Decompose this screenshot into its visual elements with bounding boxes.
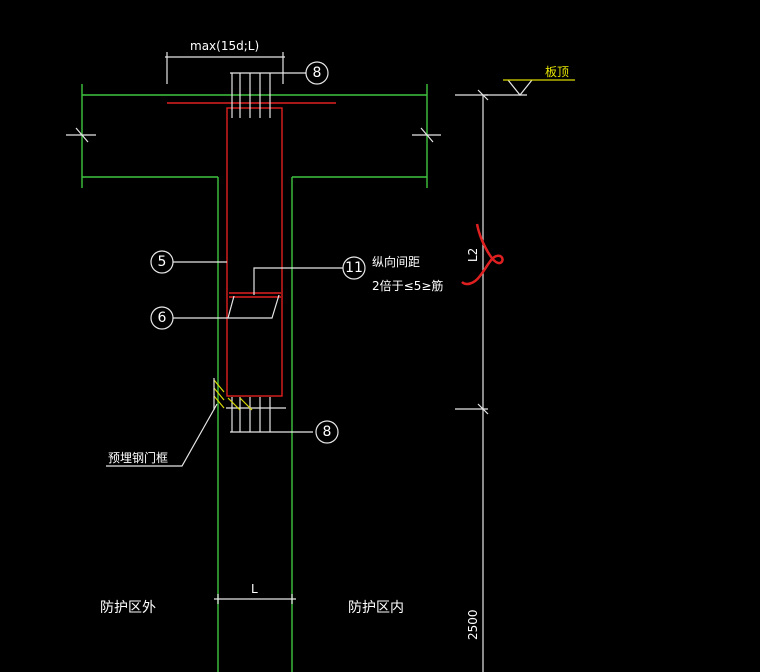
embedded-frame-label: 预埋钢门框 [108,450,168,465]
slab-outline [81,84,428,188]
outside-zone-label: 防护区外 [100,600,156,616]
dimension-L2-label: L2 [466,248,480,262]
top-bars [230,72,306,118]
top-dimension-label: max(15d;L) [190,39,259,53]
dimension-2500-label: 2500 [466,609,480,640]
note-line-2: 2倍于≤5≥筋 [372,278,443,293]
callout-5: 5 [158,254,167,270]
dimension-L-label: L [251,582,258,596]
callout-6: 6 [158,310,167,326]
callout-circle-11 [342,256,366,280]
callout-circle-8-bottom [315,420,339,444]
break-line-right [412,127,441,143]
slab-top-marker [485,79,575,96]
rebar [167,102,336,397]
inside-zone-label: 防护区内 [348,600,404,616]
bottom-dimension [214,594,296,604]
callout-circle-6 [150,306,174,330]
callout-11: 11 [345,260,363,276]
wall-outline [217,177,293,672]
callout-circle-8-top [305,61,329,85]
callout-circle-5 [150,250,174,274]
handwritten-mark [461,223,504,286]
vertical-dimension [455,89,489,672]
break-line-left [66,127,96,143]
door-frame-hatch [213,378,253,411]
callout-8-top: 8 [313,65,322,81]
callout-8-bottom: 8 [323,424,332,440]
top-dimension [165,52,285,84]
bottom-bars [226,397,313,433]
slab-top-label: 板顶 [545,65,569,79]
note-line-1: 纵向间距 [372,254,420,269]
